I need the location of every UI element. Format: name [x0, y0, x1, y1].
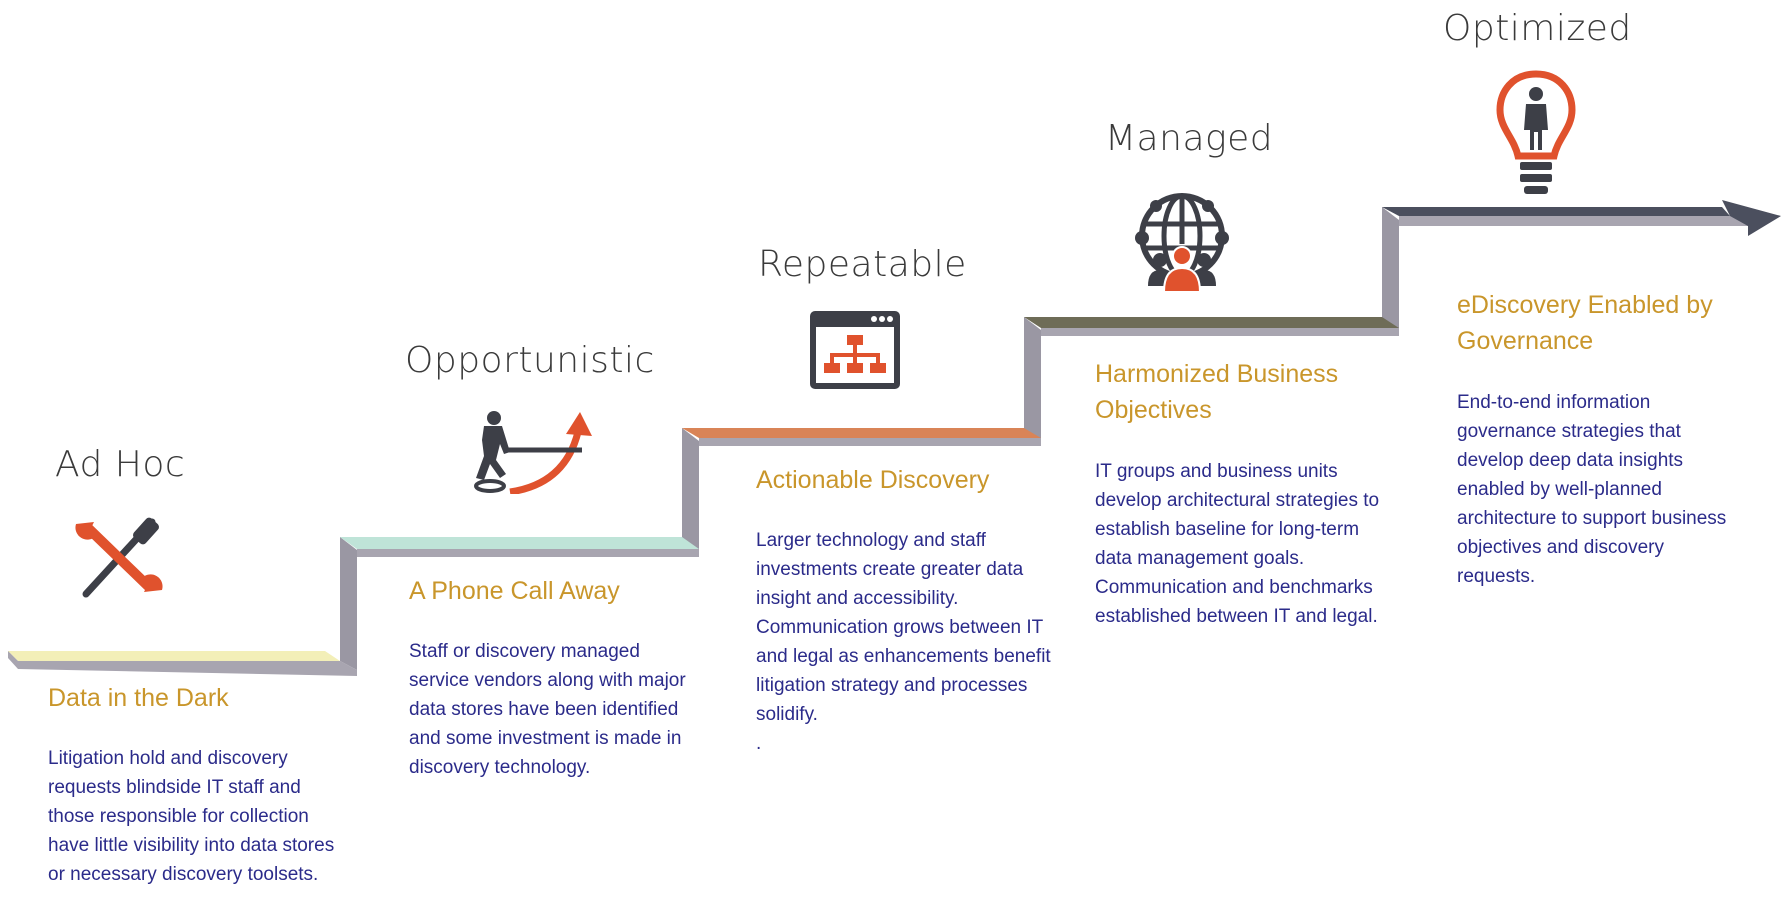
step-4-top — [1024, 317, 1399, 328]
org-chart-window-icon — [810, 311, 900, 389]
step-2-top — [340, 537, 699, 549]
stage-description-2: Staff or discovery managed service vendo… — [409, 641, 686, 778]
stage-description-4: IT groups and business units develop arc… — [1095, 461, 1380, 627]
stage-heading-3: Actionable Discovery — [756, 466, 990, 494]
level-name-optimized: Optimized — [1443, 8, 1632, 49]
step-5-edge — [1399, 216, 1748, 226]
person-pulling-arrow-icon — [474, 411, 592, 494]
stage-heading-5: eDiscovery Enabled by Governance — [1457, 291, 1713, 355]
riser-2 — [682, 428, 699, 557]
step-1-top — [8, 651, 340, 661]
step-1-edge — [8, 651, 357, 676]
level-name-managed: Managed — [1105, 118, 1274, 159]
wrench-screwdriver-icon — [75, 517, 163, 598]
globe-network-people-icon — [1135, 193, 1229, 293]
level-name-repeatable: Repeatable — [758, 244, 967, 285]
step-5-top — [1382, 207, 1730, 216]
step-2-edge — [357, 549, 699, 557]
stage-description-5: End-to-end information governance strate… — [1457, 392, 1727, 587]
lightbulb-person-icon — [1496, 70, 1576, 194]
riser-3 — [1024, 317, 1041, 446]
stage-heading-4: Harmonized Business Objectives — [1095, 360, 1339, 424]
step-4-edge — [1041, 328, 1399, 336]
stage-heading-1: Data in the Dark — [48, 684, 229, 712]
riser-4 — [1382, 207, 1399, 336]
step-3-top — [682, 428, 1041, 438]
stage-description-1: Litigation hold and discovery requests b… — [48, 748, 335, 885]
stage-heading-2: A Phone Call Away — [409, 577, 620, 605]
riser-1 — [340, 537, 357, 670]
level-name-ad-hoc: Ad Hoc — [55, 444, 186, 485]
step-3-edge — [699, 438, 1041, 446]
arrow-head — [1722, 200, 1781, 236]
level-name-opportunistic: Opportunistic — [405, 340, 655, 381]
stage-description-3: Larger technology and staff investments … — [756, 530, 1051, 754]
